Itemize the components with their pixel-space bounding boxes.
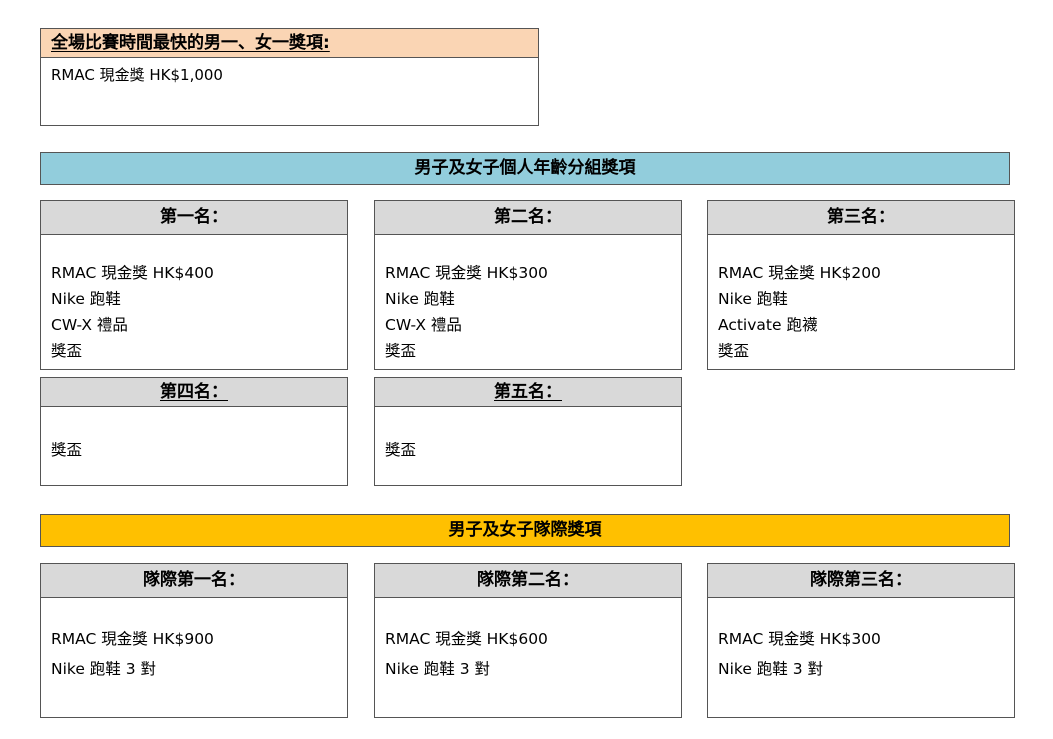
prize-line: CW-X 禮品	[51, 316, 128, 334]
age-group-title: 男子及女子個人年齡分組獎項	[414, 158, 636, 178]
prize-line: Nike 跑鞋	[51, 290, 121, 308]
team-title: 男子及女子隊際獎項	[448, 520, 602, 540]
card-title: 第三名：	[708, 201, 1014, 235]
prize-line: Nike 跑鞋	[718, 290, 788, 308]
team-card-2nd: 隊際第二名： RMAC 現金獎 HK$600 Nike 跑鞋 3 對	[374, 563, 682, 718]
prize-line: 獎盃	[51, 342, 83, 360]
prize-line: RMAC 現金獎 HK$900	[51, 630, 214, 648]
prize-line: CW-X 禮品	[385, 316, 462, 334]
card-title: 隊際第二名：	[375, 564, 681, 598]
prize-line: Nike 跑鞋 3 對	[51, 660, 157, 678]
card-title: 隊際第三名：	[708, 564, 1014, 598]
overall-award-header: 全場比賽時間最快的男一、女一獎項:	[40, 28, 539, 58]
team-card-3rd: 隊際第三名： RMAC 現金獎 HK$300 Nike 跑鞋 3 對	[707, 563, 1015, 718]
card-title: 隊際第一名：	[41, 564, 347, 598]
prize-line: RMAC 現金獎 HK$200	[718, 264, 881, 282]
prize-line: Nike 跑鞋 3 對	[718, 660, 824, 678]
prize-line: Nike 跑鞋 3 對	[385, 660, 491, 678]
card-title: 第一名：	[41, 201, 347, 235]
age-group-banner: 男子及女子個人年齡分組獎項	[40, 152, 1010, 185]
team-banner: 男子及女子隊際獎項	[40, 514, 1010, 547]
age-group-card-2nd: 第二名： RMAC 現金獎 HK$300 Nike 跑鞋 CW-X 禮品 獎盃	[374, 200, 682, 370]
prize-line: 獎盃	[385, 441, 417, 459]
card-title: 第五名：	[494, 382, 562, 402]
prize-line: Activate 跑襪	[718, 316, 818, 334]
age-group-card-4th: 第四名： 獎盃	[40, 377, 348, 486]
card-title: 第四名：	[160, 382, 228, 402]
card-title: 第二名：	[375, 201, 681, 235]
overall-award-title: 全場比賽時間最快的男一、女一獎項:	[51, 33, 330, 53]
prize-line: 獎盃	[718, 342, 750, 360]
prize-line: 獎盃	[385, 342, 417, 360]
prize-line: Nike 跑鞋	[385, 290, 455, 308]
prize-line: RMAC 現金獎 HK$400	[51, 264, 214, 282]
age-group-card-1st: 第一名： RMAC 現金獎 HK$400 Nike 跑鞋 CW-X 禮品 獎盃	[40, 200, 348, 370]
overall-award-prize: RMAC 現金獎 HK$1,000	[51, 66, 223, 84]
prize-line: 獎盃	[51, 441, 83, 459]
age-group-card-5th: 第五名： 獎盃	[374, 377, 682, 486]
prize-line: RMAC 現金獎 HK$300	[718, 630, 881, 648]
age-group-card-3rd: 第三名： RMAC 現金獎 HK$200 Nike 跑鞋 Activate 跑襪…	[707, 200, 1015, 370]
prize-line: RMAC 現金獎 HK$600	[385, 630, 548, 648]
team-card-1st: 隊際第一名： RMAC 現金獎 HK$900 Nike 跑鞋 3 對	[40, 563, 348, 718]
prize-line: RMAC 現金獎 HK$300	[385, 264, 548, 282]
overall-award-body: RMAC 現金獎 HK$1,000	[40, 58, 539, 126]
